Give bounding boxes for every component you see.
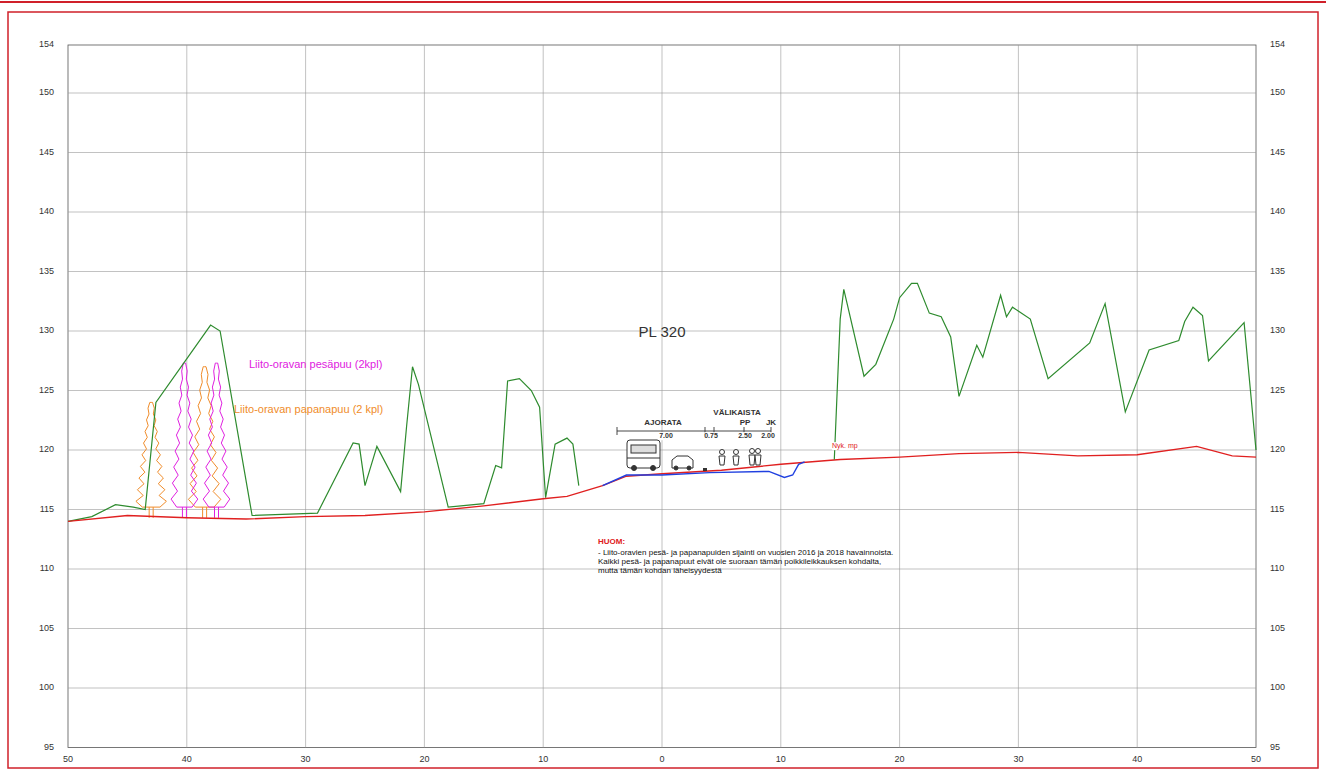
axis-value: 145: [1270, 148, 1285, 158]
grid-line: [68, 450, 1256, 451]
sheet-line: [0, 1, 1326, 3]
road-surface-line: [603, 462, 805, 486]
tree-trunk: [206, 507, 207, 518]
axis-value: 115: [1270, 505, 1284, 515]
tree-trunk: [182, 507, 183, 518]
existing-ground-line: [68, 446, 1256, 521]
axis-value: 145: [39, 148, 54, 158]
axis-value: 110: [40, 564, 54, 574]
axis-value: 120: [1270, 445, 1285, 455]
axis-value: 135: [39, 267, 54, 277]
grid-line: [68, 271, 1256, 272]
grid-line: [68, 152, 1256, 153]
note-text: - Liito-oravien pesä- ja papanapuiden si…: [598, 549, 898, 575]
dimension-label: PP: [740, 419, 751, 428]
dimension-label: AJORATA: [644, 419, 681, 428]
dimension-value: 0.75: [704, 432, 718, 440]
dimension-label: VÄLIKAISTA: [713, 409, 760, 418]
dimension-value: 2.50: [738, 432, 752, 440]
dimension-label: JK: [766, 419, 776, 428]
vehicle-symbols: [627, 440, 693, 471]
tree-symbol: [171, 363, 198, 507]
axis-value: 10: [776, 755, 786, 765]
tree-label: Liito-oravan papanapuu (2 kpl): [234, 403, 383, 415]
tree-symbol: [203, 363, 230, 507]
tree-symbols: [136, 363, 230, 518]
axis-value: 50: [63, 755, 73, 765]
curb-mark: [703, 468, 707, 471]
axis-value: 100: [39, 683, 54, 693]
grid-line: [305, 45, 306, 748]
grid-line: [68, 212, 1256, 213]
axis-value: 40: [1132, 755, 1142, 765]
axis-value: 20: [895, 755, 905, 765]
note-heading: HUOM:: [598, 538, 625, 547]
axis-value: 130: [1270, 326, 1285, 336]
grid-line: [662, 45, 663, 748]
dimension-value: 7.00: [659, 432, 673, 440]
section-title: PL 320: [639, 324, 686, 341]
axis-value: 50: [1251, 755, 1261, 765]
grid: [68, 45, 1256, 748]
grid-line: [1018, 45, 1019, 748]
axis-value: 140: [1270, 207, 1285, 217]
grid-line: [1137, 45, 1138, 748]
axis-value: 20: [419, 755, 429, 765]
tree-trunk: [214, 507, 215, 518]
axis-value: 154: [39, 40, 54, 50]
pedestrian-symbols: [719, 449, 761, 466]
axis-value: 100: [1270, 683, 1285, 693]
tree-symbol: [188, 367, 220, 507]
axis-value: 105: [39, 624, 54, 634]
tree-label: Liito-oravan pesäpuu (2kpl): [249, 358, 382, 370]
plot-frame: [68, 45, 1256, 748]
tree-trunk: [202, 507, 203, 518]
grid-line: [68, 93, 1256, 94]
axis-value: 154: [1270, 40, 1285, 50]
axis-value: 125: [39, 386, 54, 396]
axis-value: 115: [40, 505, 54, 515]
sheet-frame: [8, 12, 1318, 768]
axis-value: 125: [1270, 386, 1285, 396]
dimension-value: 2.00: [761, 432, 775, 440]
axis-value: 140: [39, 207, 54, 217]
axis-value: 130: [39, 326, 54, 336]
axis-value: 0: [659, 755, 664, 765]
tree-trunk: [186, 507, 187, 518]
grid-line: [68, 688, 1256, 689]
grid-line: [424, 45, 425, 748]
grid-line: [68, 509, 1256, 510]
axis-value: 135: [1270, 267, 1285, 277]
tree-trunk: [218, 507, 219, 518]
ground-label: Nyk. mp: [832, 442, 858, 450]
vegetation-line: [68, 325, 579, 521]
grid-line: [899, 45, 900, 748]
grid-line: [68, 628, 1256, 629]
vegetation-line: [834, 283, 1256, 459]
axis-value: 30: [301, 755, 311, 765]
axis-value: 10: [538, 755, 548, 765]
axis-value: 95: [44, 743, 54, 753]
grid-line: [780, 45, 781, 748]
axis-value: 30: [1013, 755, 1023, 765]
axis-value: 150: [1270, 88, 1285, 98]
axis-value: 105: [1270, 624, 1285, 634]
axis-value: 110: [1270, 564, 1284, 574]
grid-line: [543, 45, 544, 748]
grid-line: [68, 390, 1256, 391]
axis-value: 150: [39, 88, 54, 98]
axis-value: 40: [182, 755, 192, 765]
axis-value: 95: [1270, 743, 1280, 753]
axis-value: 120: [39, 445, 54, 455]
